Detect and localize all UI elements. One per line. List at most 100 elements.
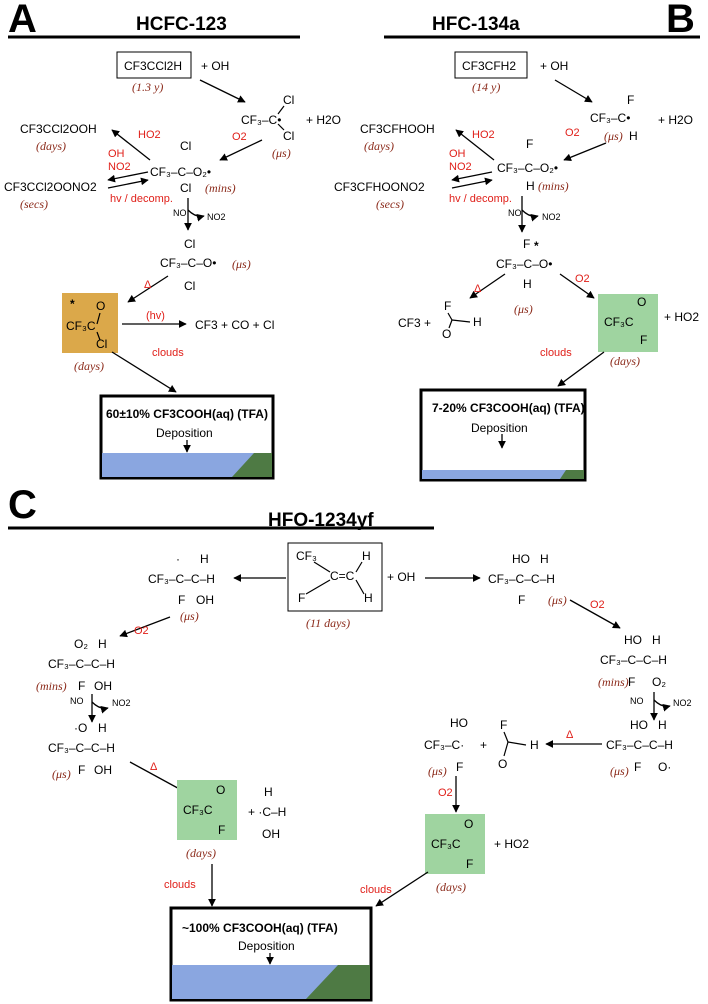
acyl-box-c-left [177, 780, 237, 840]
svg-text:F: F [218, 823, 225, 837]
ho2-out-b: + HO2 [664, 310, 699, 324]
reactant-a: CF3CCl2H [124, 59, 182, 73]
hydroperoxide-life-b: (days) [364, 139, 394, 153]
no2-label-b: NO2 [449, 161, 472, 173]
no-curve-c-right [653, 699, 671, 712]
svg-text:CF₃–C–O•: CF₃–C–O• [496, 257, 552, 271]
svg-text:H: H [364, 591, 373, 605]
svg-text:Cl: Cl [283, 93, 294, 107]
svg-text:O₂: O₂ [652, 675, 666, 689]
o2-left: O2 [134, 625, 149, 637]
alkoxy-life-a: (μs) [232, 257, 251, 271]
reactant-b: CF3CFH2 [462, 59, 516, 73]
svg-text:H: H [652, 633, 661, 647]
radical-c-right: CF₃–C· HO F [424, 716, 468, 774]
svg-text:O: O [637, 295, 646, 309]
peroxy-life-a: (mins) [205, 181, 236, 195]
svg-text:F: F [627, 93, 634, 107]
formyl-fluoride-b: F O H [442, 299, 482, 341]
svg-text:Cl: Cl [180, 181, 191, 195]
svg-text:Cl: Cl [184, 279, 195, 293]
land-b-fill [560, 470, 584, 479]
panel-c-title: HFO-1234yf [268, 510, 374, 531]
svg-text:C=C: C=C [330, 569, 355, 583]
no-curve-c-left [91, 701, 109, 714]
tfa-b: 7-20% CF3COOH(aq) (TFA) [432, 401, 585, 415]
right-life-3: (μs) [610, 764, 629, 778]
hv-a: hv / decomp. [110, 193, 173, 205]
svg-text:CF₃C: CF₃C [604, 315, 634, 329]
hydroperoxide-a: CF3CCl2OOH [20, 122, 97, 136]
products-a: CF3 + CO + Cl [195, 318, 274, 332]
hydroperoxide-life-a: (days) [36, 139, 66, 153]
arrow-ho2-a [111, 129, 151, 161]
panel-a: A HCFC-123 CF3CCl2H + OH (1.3 y) CF₃–C• … [4, 0, 341, 480]
svg-text:CF₃–C–C–H: CF₃–C–C–H [48, 741, 115, 755]
svg-text:HO: HO [630, 718, 648, 732]
svg-text:F: F [518, 593, 525, 607]
radical-c-left: CF₃–C–C–H · H F OH [148, 552, 215, 607]
acyl-life-c-left: (days) [186, 846, 216, 860]
svg-text:O₂: O₂ [74, 637, 88, 651]
svg-text:Cl: Cl [184, 237, 195, 251]
acyl-box-b [598, 294, 658, 352]
svg-text:F: F [178, 593, 185, 607]
arrow-clouds-c-right [375, 871, 429, 907]
pan-b: CF3CFHOONO2 [334, 180, 425, 194]
no-b: NO [508, 208, 522, 218]
svg-text:H: H [629, 129, 638, 143]
hydroxymethyl-radical: + ·C–H H OH [248, 785, 286, 841]
delta-left: Δ [150, 761, 158, 773]
svg-text:H: H [473, 315, 482, 329]
svg-text:F: F [78, 679, 85, 693]
arrow-clouds-b [557, 351, 605, 387]
no2-out-a: NO2 [207, 212, 226, 222]
o2-right: O2 [590, 599, 605, 611]
svg-text:CF₃C: CF₃C [66, 319, 96, 333]
svg-text:F: F [466, 857, 473, 871]
cf3-b: CF3 + [398, 316, 431, 330]
svg-text:CF₃–C–C–H: CF₃–C–C–H [48, 657, 115, 671]
svg-text:*: * [70, 297, 75, 311]
arrow-a1 [199, 79, 246, 103]
plus-c-right: + [480, 738, 487, 752]
o2-right-2: O2 [438, 787, 453, 799]
arrow-b2 [563, 142, 607, 161]
svg-text:·O: ·O [74, 721, 87, 735]
hv2-a: (hv) [146, 310, 165, 322]
peroxy-c-right: CF₃–C–C–H HO H F O₂ [600, 633, 667, 689]
right-life-1: (μs) [548, 593, 567, 607]
left-life-2: (mins) [36, 679, 67, 693]
peroxy-life-b: (mins) [538, 179, 569, 193]
arrow-pan-b1 [451, 171, 493, 183]
svg-text:O: O [96, 299, 105, 313]
svg-text:CF₃–C–O₂•: CF₃–C–O₂• [497, 161, 558, 175]
panel-c: C HFO-1234yf CF₃ C=C F H H (11 days) + O… [8, 483, 692, 1002]
deposition-c: Deposition [238, 939, 295, 953]
formaldehyde-c-right: F O H [498, 718, 539, 771]
no-right: NO [630, 696, 644, 706]
svg-text:HO: HO [450, 716, 468, 730]
alkoxy-c-left: CF₃–C–C–H ·O H F OH [48, 721, 115, 777]
clouds-left: clouds [164, 879, 196, 891]
arrow-o2-b [559, 273, 595, 299]
alkoxy-life-b: (μs) [514, 302, 533, 316]
svg-text:·: · [176, 552, 180, 566]
ho2-c: + HO2 [494, 837, 529, 851]
deposition-b: Deposition [471, 421, 528, 435]
svg-text:CF₃–C–C–H: CF₃–C–C–H [488, 572, 555, 586]
svg-text:+ ·C–H: + ·C–H [248, 805, 286, 819]
svg-text:O: O [464, 817, 473, 831]
svg-text:F: F [500, 718, 507, 732]
clouds-right: clouds [360, 884, 392, 896]
reactant-box-c [287, 542, 383, 612]
o2b-b: O2 [575, 273, 590, 285]
panel-b-title: HFC-134a [432, 14, 520, 35]
oh-a: + OH [201, 59, 229, 73]
svg-text:H: H [658, 718, 667, 732]
panel-a-title: HCFC-123 [136, 14, 227, 35]
svg-text:H: H [523, 277, 532, 291]
svg-text:OH: OH [94, 763, 112, 777]
deposition-a: Deposition [156, 426, 213, 440]
